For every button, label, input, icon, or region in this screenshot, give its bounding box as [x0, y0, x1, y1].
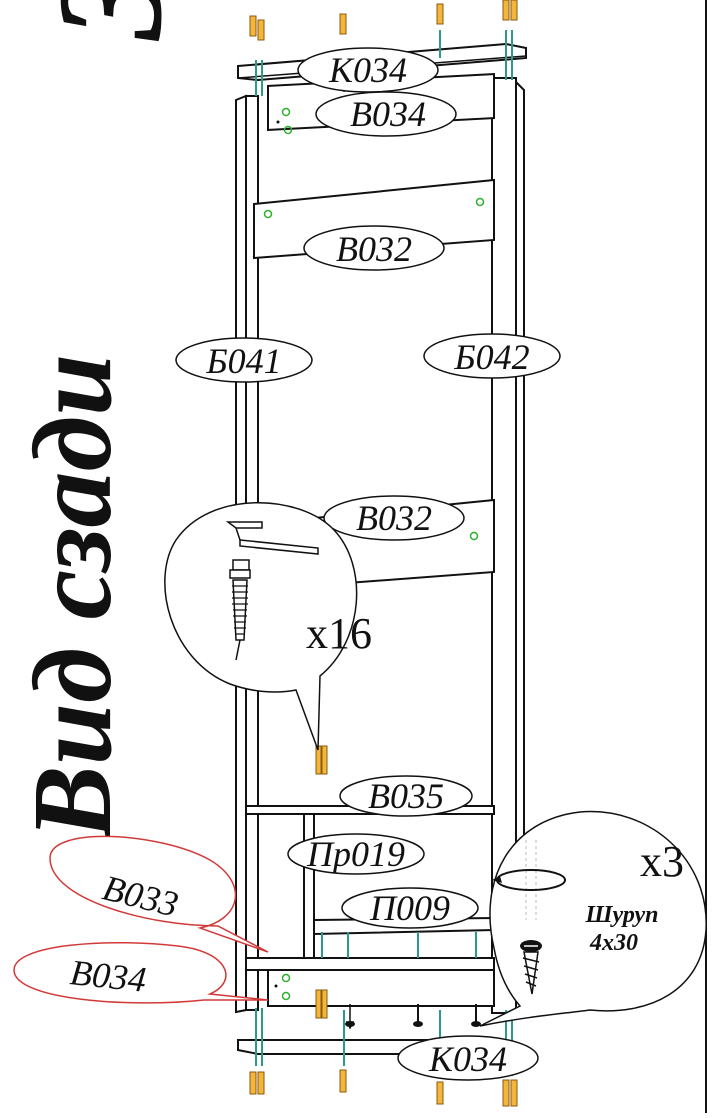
screws-bottom: [345, 1004, 481, 1030]
svg-text:4x30: 4x30: [589, 930, 638, 956]
confirmat-callout: x16: [164, 501, 372, 751]
svg-text:П009: П009: [369, 888, 450, 928]
hole: [469, 531, 479, 541]
hole: [276, 120, 280, 124]
callout-b033: В033: [49, 835, 269, 953]
svg-text:x3: x3: [640, 837, 684, 886]
hole: [475, 197, 485, 207]
svg-text:В032: В032: [356, 498, 432, 538]
svg-text:В032: В032: [336, 229, 412, 269]
svg-text:Б041: Б041: [205, 341, 281, 381]
screwdriver-icon: [492, 840, 566, 920]
dowels-bottom: [249, 745, 518, 1107]
wood-screw-icon: [520, 940, 542, 995]
label-k034-top: К034: [297, 47, 439, 93]
label-b042: Б042: [423, 333, 561, 379]
svg-text:В034: В034: [350, 94, 426, 134]
screw-callout: x3 Шуруп 4x30: [479, 810, 707, 1027]
svg-text:В035: В035: [368, 776, 444, 816]
svg-text:К034: К034: [328, 50, 407, 90]
hole: [263, 209, 273, 219]
svg-text:В034: В034: [68, 952, 148, 1000]
label-k034-bottom: К034: [397, 1035, 539, 1081]
hole: [281, 107, 291, 117]
side-panel-right: [491, 77, 525, 1016]
label-b035: В035: [339, 775, 473, 817]
title-group: Вид сзади 3: [11, 0, 193, 842]
svg-text:Шуруп: Шуруп: [584, 902, 658, 928]
svg-text:Пр019: Пр019: [306, 834, 405, 874]
label-b041: Б041: [175, 337, 313, 383]
label-b032-mid: В032: [323, 495, 465, 541]
label-p009: П009: [341, 887, 479, 929]
label-b034-top: В034: [315, 91, 457, 137]
dowels-top: [249, 0, 518, 41]
confirmat-screw-icon: [229, 559, 251, 661]
page-title: Вид сзади: [11, 354, 135, 842]
svg-text:x16: x16: [306, 609, 372, 658]
title-fragment: 3: [27, 0, 193, 42]
svg-text:К034: К034: [428, 1039, 507, 1079]
bottom-rail: [245, 957, 495, 1007]
svg-text:Б042: Б042: [453, 337, 529, 377]
callout-b034: В034: [13, 941, 269, 1004]
label-pr019: Пр019: [287, 833, 425, 875]
label-b032-top: В032: [303, 225, 445, 271]
hole: [283, 125, 293, 135]
